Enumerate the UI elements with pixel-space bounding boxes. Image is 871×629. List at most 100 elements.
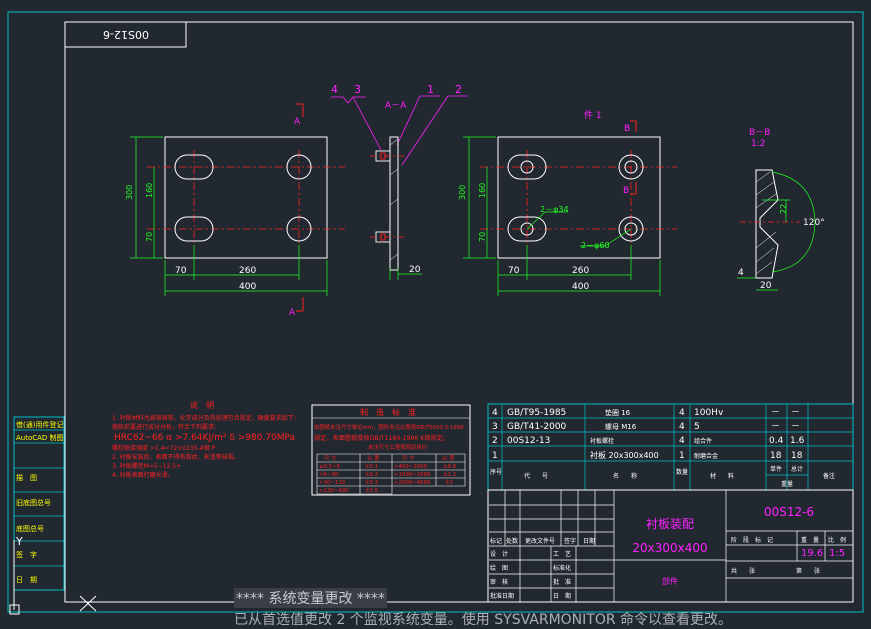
spec-table[interactable]: 制 造 标 准 本图纸未注尺寸单位mm，图形未注公差按GB/T5000.3-19… (311, 404, 471, 496)
bom-cell: 0.4 (769, 436, 784, 446)
bom-cell: 组合件 (694, 437, 712, 445)
section-a-label: A (294, 117, 301, 127)
bom-header: 单件 (770, 465, 782, 473)
dim-160: 160 (145, 183, 154, 198)
spec-cell: 公 差 (367, 454, 380, 462)
balloon-2: 2 (455, 83, 462, 96)
notes-line-hrc: HRC62~66 α >7.64KJ/m² δ >980.70MPa (114, 433, 295, 443)
tb-role: 绘 图 (490, 564, 508, 572)
left-strip-labels: 借(通)用件登记 AutoCAD 制图 描 图 旧底图总号 底图总号 签 字 日… (16, 420, 64, 584)
spec-cell: ±2 (445, 480, 453, 486)
left-strip-label: 描 图 (16, 473, 37, 482)
dim-300: 300 (125, 185, 134, 200)
plate-main-view[interactable]: A A 300 160 70 70 260 400 (125, 103, 345, 318)
drawing-no-box (64, 21, 187, 48)
spec-cell: >400~1000 (394, 464, 428, 470)
bom-header: 备注 (823, 472, 835, 480)
tb-stage-header: 阶 段 标 记 (731, 536, 773, 544)
spec-cell: >120~400 (319, 488, 349, 494)
section-aa-view[interactable]: A－A 4 3 1 2 20 (331, 83, 468, 280)
left-strip-label: AutoCAD 制图 (16, 433, 64, 442)
dim-w70: 70 (175, 266, 187, 276)
spec-cell: ±0.3 (365, 480, 378, 486)
tb-stage-header: 比 例 (828, 536, 846, 544)
drawing-no-rotated: 00S12-6 (103, 28, 149, 41)
bom-cell: 4 (679, 422, 685, 432)
left-strip-label: 日 期 (16, 576, 37, 584)
title-block[interactable]: 标记 处数 更改文件号 签字 日期 设 计 绘 图 审 核 批准日期 工 艺 标… (487, 489, 854, 603)
bom-cell: 1.6 (790, 436, 805, 446)
p1-dim-w70: 70 (508, 266, 520, 276)
p1-dim-70: 70 (478, 232, 487, 242)
bom-cell: 18 (770, 451, 782, 461)
bom-weight-header: 重量 (781, 480, 793, 488)
dim-w400: 400 (239, 282, 256, 292)
tb-company: 部件 (662, 576, 678, 586)
notes-line: 熔炼前要进行成分分析，符合下列要求： (112, 423, 220, 431)
tb-weight: 19.6 (801, 548, 823, 559)
section-a-label-bottom: A (289, 308, 296, 318)
bom-cell: 衬板 20x300x400 (590, 450, 659, 460)
section-b-label: B (624, 124, 630, 134)
section-bb-view[interactable]: B－B 1:2 22 120° 4 20 (737, 128, 825, 291)
bom-cell: 00S12-13 (507, 436, 550, 446)
left-strip-label: 旧底图总号 (16, 498, 51, 507)
bom-cell: 4 (492, 408, 498, 418)
spec-cell: ±0.8 (443, 464, 457, 470)
part1-view[interactable]: 件 1 B B (458, 109, 677, 296)
bom-cell: 4 (679, 408, 685, 418)
balloon-1: 1 (427, 83, 434, 96)
spec-cell: >2000~4000 (394, 480, 431, 486)
spec-cell: >30~120 (319, 480, 346, 486)
bom-table[interactable]: 4 GB/T95-1985 垫圈 16 4 100Hv － － 3 GB/T41… (487, 403, 854, 491)
bom-cell: 4 (679, 436, 685, 446)
bom-header: 数量 (676, 468, 688, 476)
spec-cell: ±1.2 (443, 472, 456, 478)
notes-block[interactable]: 说 明 1. 衬板材料为高铬铸铁，化学成分及热处理符合规定，硬度要求如下： 熔炼… (112, 400, 300, 479)
bb-dim-20: 20 (760, 281, 772, 291)
left-strip-label: 签 字 (16, 550, 37, 559)
section-bb-title: B－B (749, 128, 770, 138)
outer-border (7, 11, 864, 613)
tb-mark-header: 标记 (490, 537, 502, 545)
tb-mark-header: 处数 (506, 537, 518, 545)
bom-cell: 100Hv (694, 408, 724, 418)
bom-cell: 2 (492, 436, 498, 446)
notes-line: 2. 衬板安装后，表面不得有裂纹、夹渣等缺陷。 (112, 453, 240, 461)
tb-mark-header: 签字 (564, 537, 576, 545)
spec-cell: 尺 寸 (324, 454, 337, 462)
spec-cell: ±0.2 (365, 472, 378, 478)
crosshair-cursor (79, 595, 97, 612)
bom-cell: 螺母 M16 (605, 422, 637, 431)
left-strip-label: 借(通)用件登记 (16, 420, 63, 429)
bom-cell: － (771, 422, 780, 432)
notes-line: 4. 衬板表面打磨光滑。 (112, 471, 174, 479)
tb-scale: 1:5 (829, 548, 845, 559)
tb-role2: 工 艺 (553, 550, 571, 558)
bb-dim-120: 120° (803, 218, 825, 228)
command-line-message: **** 系统变量更改 **** (234, 588, 387, 608)
p1-dim-w400: 400 (572, 282, 589, 292)
balloon-3: 3 (354, 83, 361, 96)
tb-mark-header: 更改文件号 (525, 537, 555, 545)
command-line-history: 已从首选值更改 2 个监视系统变量。使用 SYSVARMONITOR 命令以查看… (234, 612, 733, 628)
spec-title: 制 造 标 准 (360, 407, 416, 417)
bom-cell: GB/T41-2000 (507, 422, 567, 432)
bb-dim-4: 4 (738, 268, 744, 278)
bom-cell: － (791, 422, 800, 432)
left-strip-rows (14, 429, 64, 567)
hole-60-label: 2－φ60 (581, 241, 610, 250)
left-strip-label: 底图总号 (16, 524, 44, 533)
bom-cell: 耐磨合金 (694, 452, 718, 460)
dim-70: 70 (145, 232, 154, 242)
bom-cell: 垫圈 16 (605, 408, 631, 417)
section-aa-title: A－A (385, 101, 407, 111)
bom-header: 名 称 (613, 472, 637, 480)
bom-header: 代 号 (524, 472, 548, 480)
spec-cell: >1000~2000 (394, 472, 431, 478)
tb-part-size: 20x300x400 (632, 541, 707, 555)
left-strip (13, 416, 65, 591)
inner-frame (64, 21, 854, 603)
tb-role2: 批 准 (553, 578, 571, 586)
